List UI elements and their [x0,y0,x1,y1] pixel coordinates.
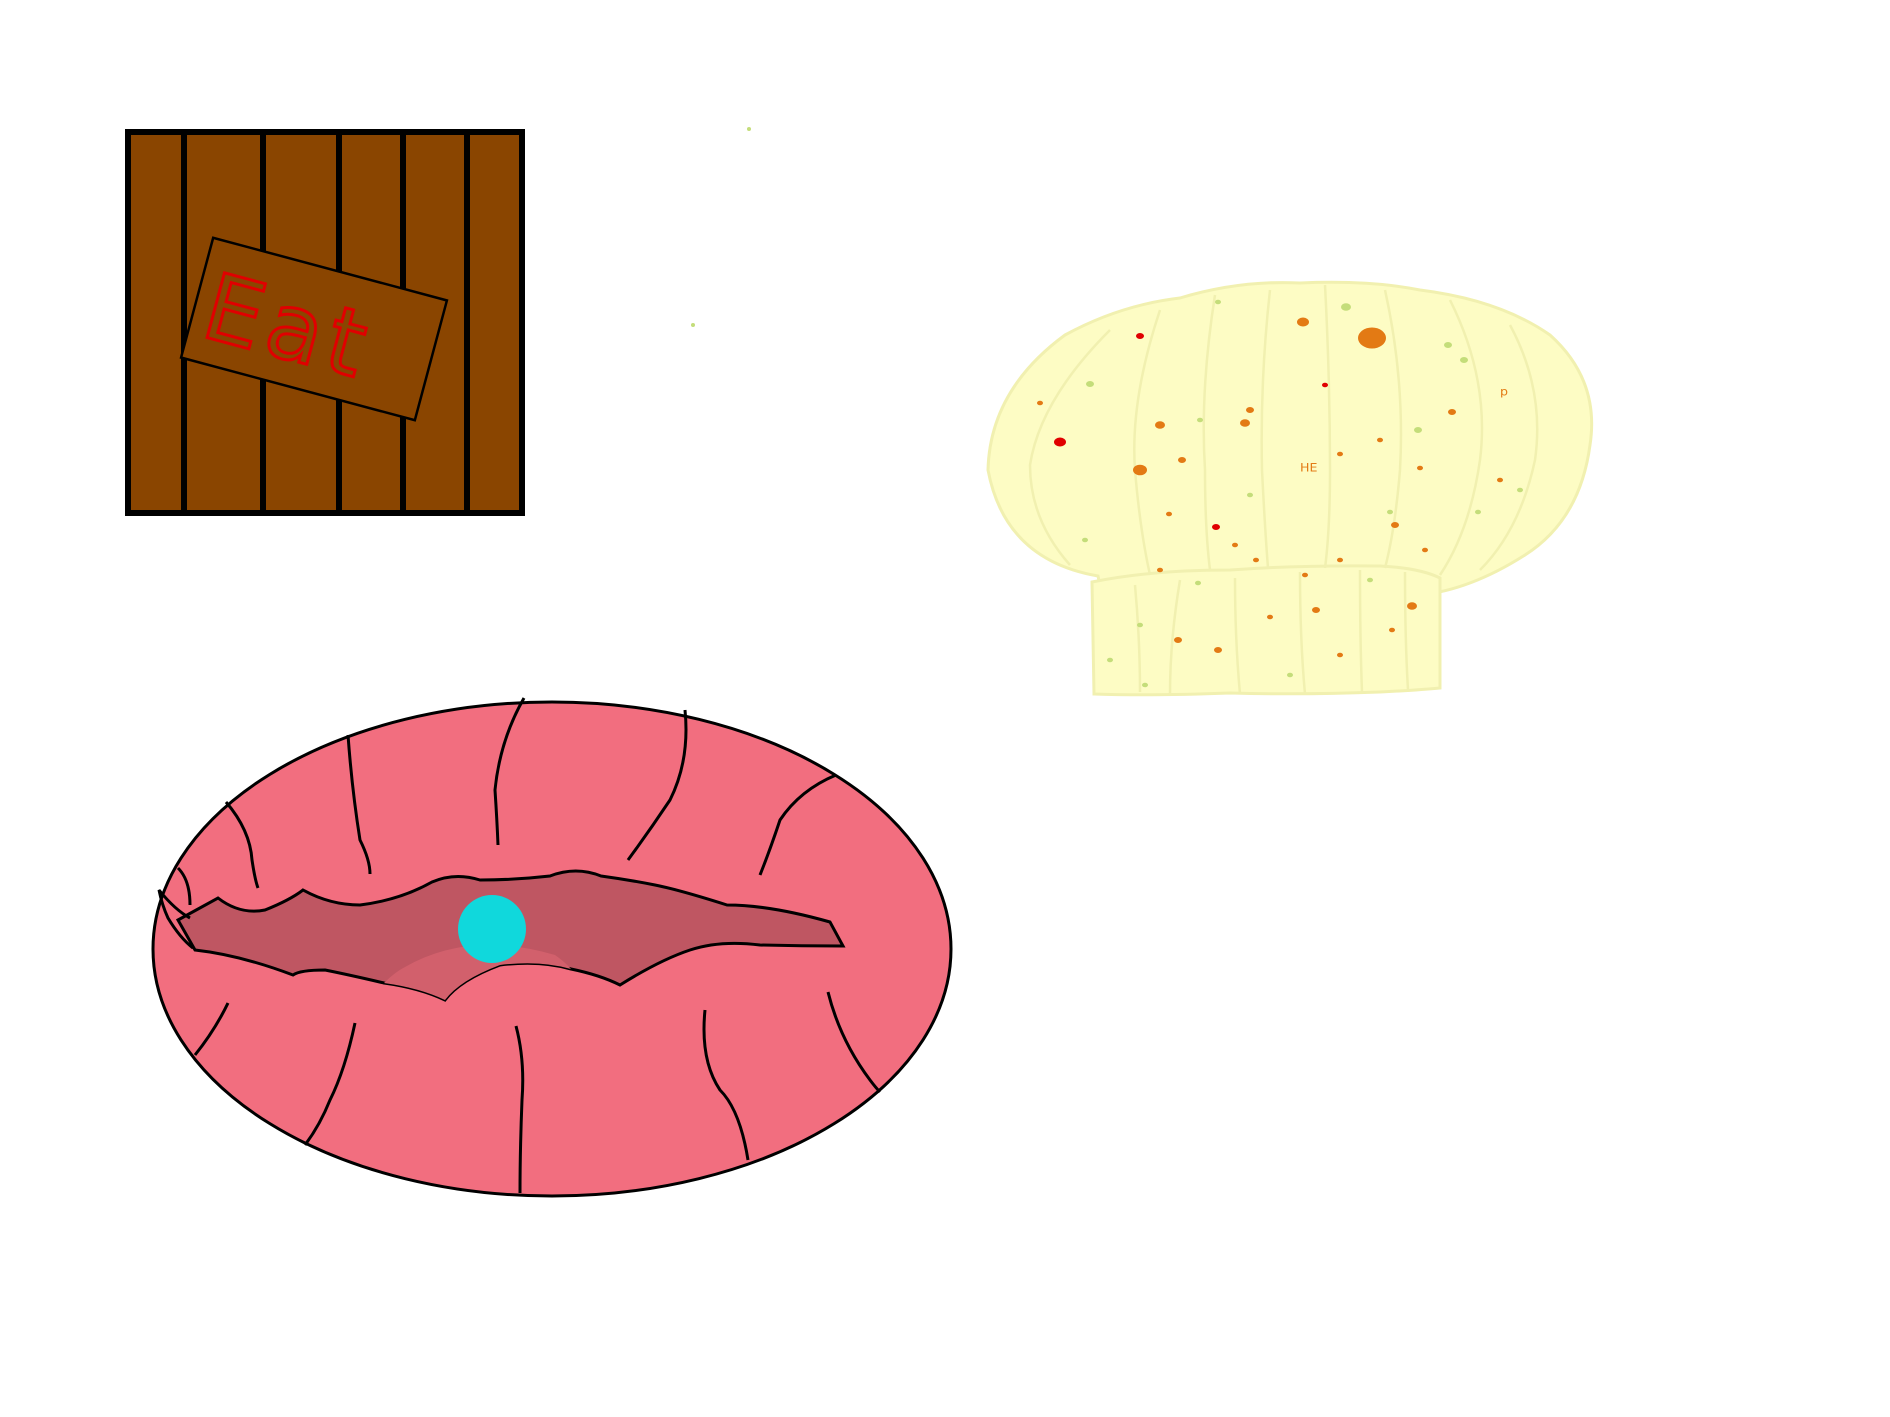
speck [1037,400,1043,406]
speck [1166,511,1172,517]
speck [1414,427,1422,433]
speck [1389,627,1395,633]
speck [1312,607,1320,613]
speck [1497,477,1503,483]
speck [1142,682,1148,688]
stray-dot [747,127,751,131]
speck [1178,457,1186,463]
tongue [384,944,571,1000]
speck [1054,437,1066,447]
speck [1417,465,1423,471]
speck [1240,419,1250,427]
chef-hat-band [1090,564,1442,697]
speck [1391,522,1399,528]
speck [1215,299,1221,305]
speck [1267,614,1273,620]
speck [1517,487,1523,493]
chef-hat-icon: ᵖ ᴴᴱ [986,280,1594,697]
hat-scribble-he: ᴴᴱ [1300,459,1317,483]
speck [1082,537,1088,543]
chef-hat-specks [1037,299,1523,688]
speck [1297,317,1309,327]
speck [1136,333,1144,339]
ball-icon [458,895,526,963]
mouth-creases [157,697,882,1194]
speck [1337,451,1343,457]
speck [1407,602,1417,610]
mouth-icon [151,697,953,1198]
speck [1247,492,1253,498]
speck [1174,637,1182,643]
stray-dot [691,323,695,327]
wooden-crate-icon: Eat [125,129,525,516]
chef-hat-pleats [1028,284,1539,695]
speck [1377,437,1383,443]
speck [1086,381,1094,387]
speck [1253,557,1259,563]
speck [1337,557,1343,563]
speck [1422,547,1428,553]
speck [1232,542,1238,548]
speck [1214,647,1222,653]
speck [1358,327,1386,349]
speck [1448,409,1456,415]
sign-plate [179,236,449,422]
speck [1107,657,1113,663]
speck [1337,652,1343,658]
speck [1322,382,1328,388]
speck [1137,622,1143,628]
speck [1367,577,1373,583]
speck [1197,417,1203,423]
speck [1157,567,1163,573]
speck [1302,572,1308,578]
speck [1246,407,1254,413]
speck [1341,303,1351,311]
speck [1444,342,1452,348]
hat-scribble-p: ᵖ [1500,383,1509,407]
speck [1133,464,1147,476]
speck [1460,357,1468,363]
speck [1155,421,1165,429]
chef-hat-crown [986,280,1594,597]
speck [1212,524,1220,530]
speck [1195,580,1201,586]
speck [1387,509,1393,515]
speck [1475,509,1481,515]
speck [1287,672,1293,678]
